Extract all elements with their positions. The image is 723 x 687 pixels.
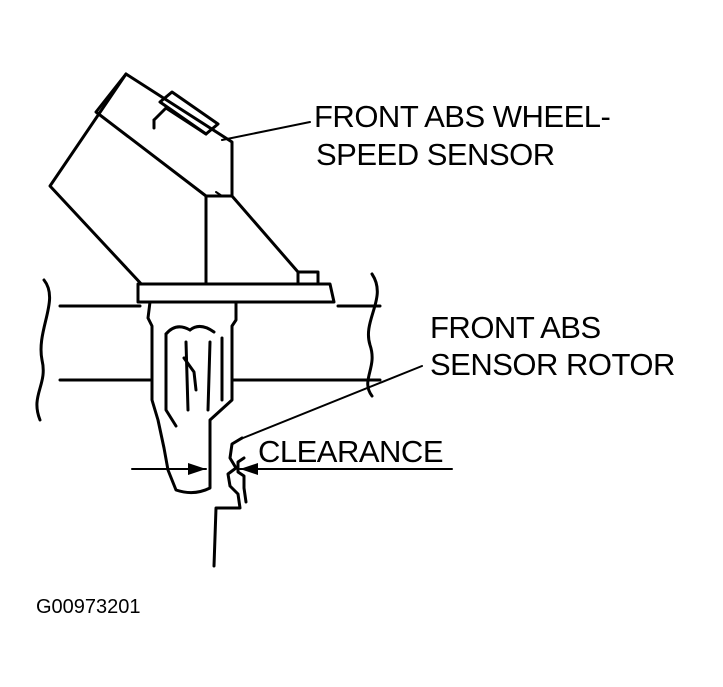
callout-labels: FRONT ABS WHEEL- SPEED SENSOR FRONT ABS … (36, 99, 675, 618)
rotor-label-line1: FRONT ABS (430, 310, 601, 345)
knuckle-housing (35, 272, 382, 422)
clearance-label: CLEARANCE (258, 434, 443, 469)
sensor-label-line1: FRONT ABS WHEEL- (314, 99, 610, 134)
clearance-dimension (131, 463, 453, 475)
sensor-label-line2: SPEED SENSOR (316, 137, 555, 172)
wheel-speed-sensor (48, 72, 336, 495)
sensor-leader (221, 121, 311, 141)
rotor-leader (237, 365, 423, 441)
leader-lines (221, 121, 423, 441)
sensor-rotor (212, 436, 248, 568)
rotor-label-line2: SENSOR ROTOR (430, 347, 675, 382)
figure-id: G00973201 (36, 596, 141, 618)
